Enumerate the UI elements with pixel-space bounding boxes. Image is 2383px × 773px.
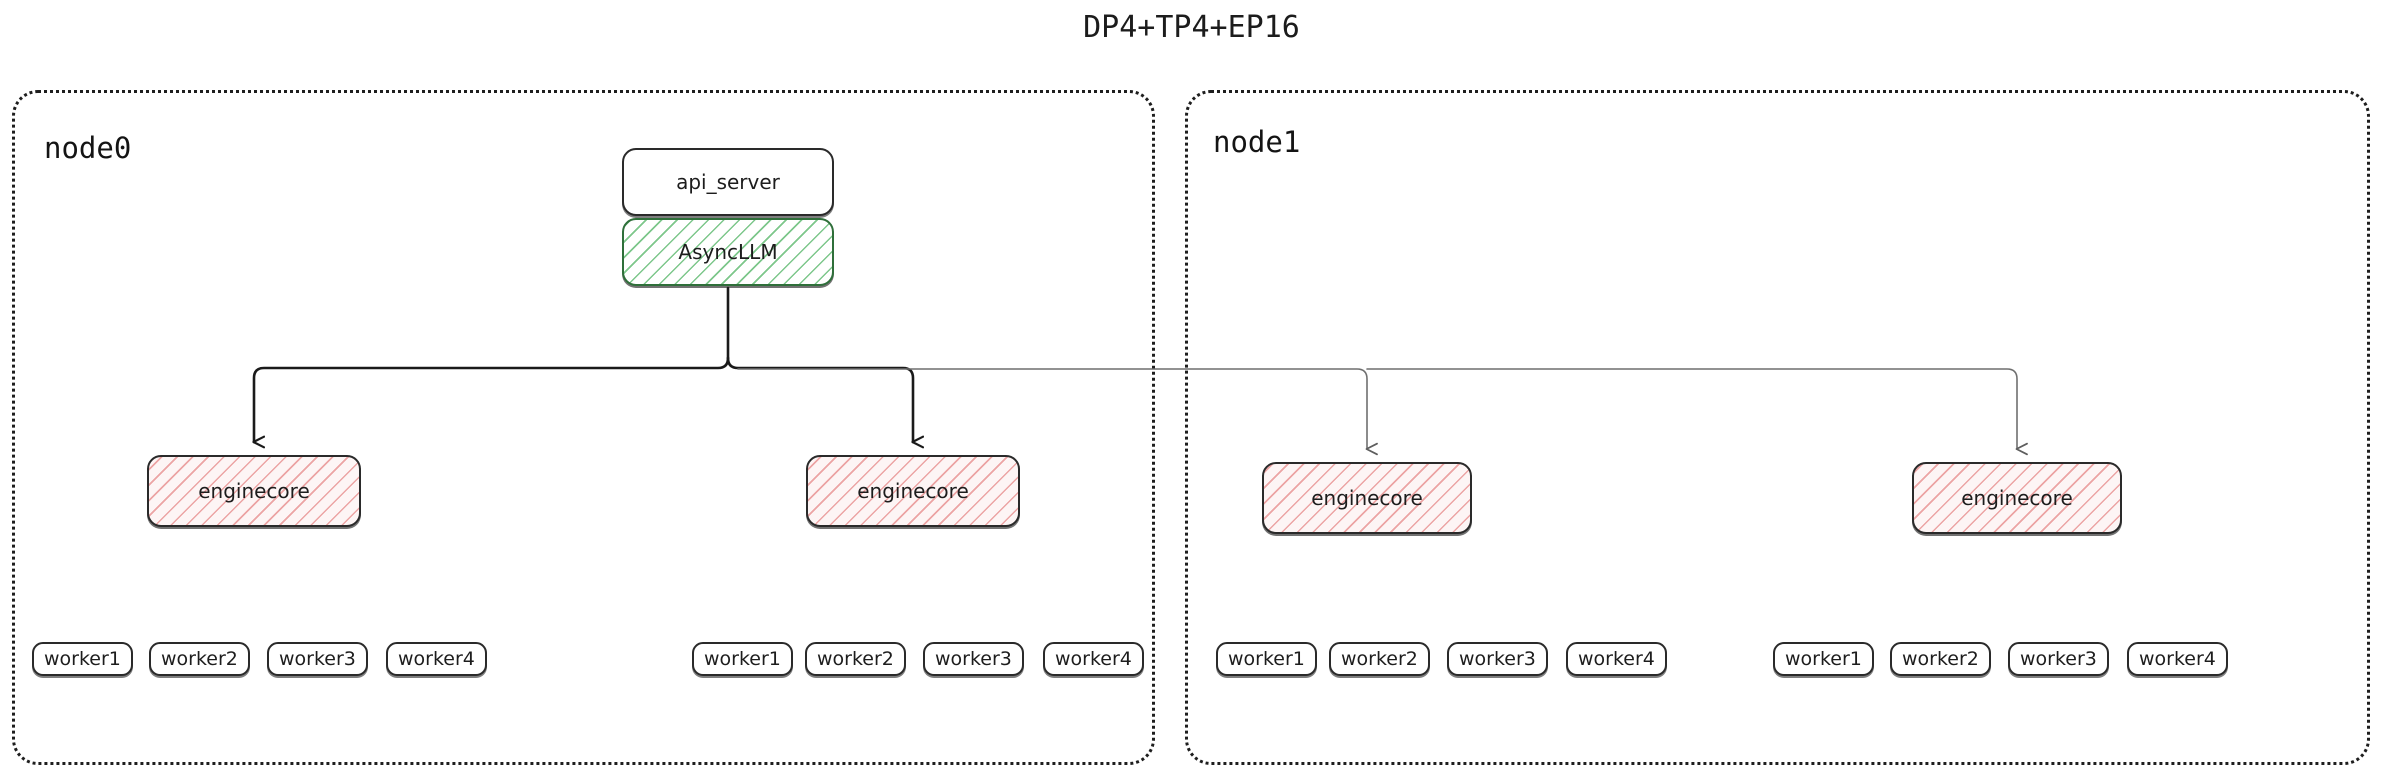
enginecore-label: enginecore [1311,486,1423,510]
worker-label: worker2 [1341,648,1418,670]
page-title: DP4+TP4+EP16 [1083,10,1300,45]
enginecore-label: enginecore [857,479,969,503]
worker-label: worker2 [817,648,894,670]
worker-label: worker1 [1228,648,1305,670]
api-server-label: api_server [676,170,780,194]
enginecore-label: enginecore [198,479,310,503]
node-label-node0: node0 [44,131,132,165]
worker-box[interactable]: worker4 [1566,642,1667,676]
worker-label: worker4 [398,648,475,670]
worker-label: worker1 [1785,648,1862,670]
enginecore-box-node0-1[interactable]: enginecore [806,455,1020,527]
enginecore-box-node1-0[interactable]: enginecore [1262,462,1472,534]
worker-box[interactable]: worker1 [692,642,793,676]
worker-box[interactable]: worker2 [1329,642,1430,676]
async-llm-box[interactable]: AsyncLLM [622,218,834,286]
worker-label: worker1 [44,648,121,670]
worker-label: worker4 [1055,648,1132,670]
worker-label: worker1 [704,648,781,670]
async-llm-label: AsyncLLM [678,240,778,264]
worker-label: worker3 [2020,648,2097,670]
worker-box[interactable]: worker4 [2127,642,2228,676]
enginecore-box-node0-0[interactable]: enginecore [147,455,361,527]
worker-label: worker3 [1459,648,1536,670]
worker-box[interactable]: worker1 [32,642,133,676]
worker-label: worker2 [161,648,238,670]
node-label-node1: node1 [1213,125,1301,159]
worker-box[interactable]: worker4 [1043,642,1144,676]
worker-box[interactable]: worker2 [805,642,906,676]
worker-box[interactable]: worker3 [267,642,368,676]
worker-box[interactable]: worker1 [1773,642,1874,676]
enginecore-label: enginecore [1961,486,2073,510]
worker-label: worker4 [2139,648,2216,670]
worker-box[interactable]: worker2 [1890,642,1991,676]
worker-label: worker3 [935,648,1012,670]
worker-box[interactable]: worker3 [2008,642,2109,676]
worker-box[interactable]: worker3 [1447,642,1548,676]
worker-box[interactable]: worker3 [923,642,1024,676]
api-server-box[interactable]: api_server [622,148,834,216]
enginecore-box-node1-1[interactable]: enginecore [1912,462,2122,534]
worker-box[interactable]: worker1 [1216,642,1317,676]
worker-label: worker3 [279,648,356,670]
worker-label: worker4 [1578,648,1655,670]
worker-box[interactable]: worker4 [386,642,487,676]
worker-box[interactable]: worker2 [149,642,250,676]
worker-label: worker2 [1902,648,1979,670]
